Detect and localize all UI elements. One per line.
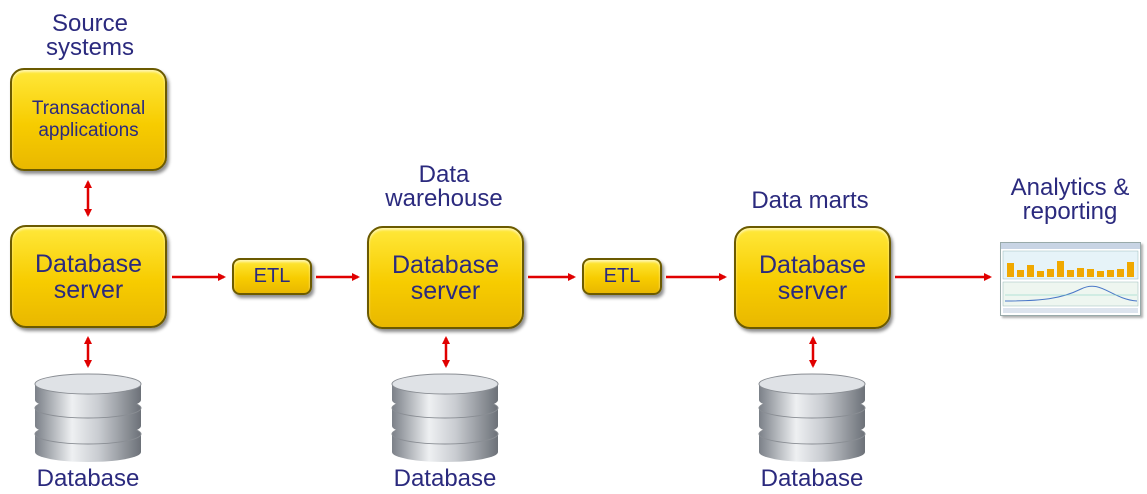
transactional-applications-box: Transactional applications bbox=[10, 68, 167, 171]
database-cylinder-icon bbox=[757, 372, 867, 464]
database-label-3: Database bbox=[760, 465, 864, 492]
etl-box-2: ETL bbox=[582, 258, 662, 295]
data-warehouse-heading: Data warehouse bbox=[385, 161, 503, 212]
report-dashboard-icon bbox=[1000, 242, 1141, 316]
marts-database-server-box: Database server bbox=[734, 226, 891, 329]
warehouse-database-server-box: Database server bbox=[367, 226, 524, 329]
data-marts-heading: Data marts bbox=[751, 187, 869, 214]
database-label-2: Database bbox=[393, 465, 497, 492]
analytics-reporting-heading: Analytics & reporting bbox=[1010, 174, 1130, 225]
source-database-server-box: Database server bbox=[10, 225, 167, 328]
database-cylinder-icon bbox=[390, 372, 500, 464]
source-systems-heading: Source systems bbox=[45, 10, 134, 61]
database-label-1: Database bbox=[36, 465, 140, 492]
database-cylinder-icon bbox=[33, 372, 143, 464]
etl-box-1: ETL bbox=[232, 258, 312, 295]
